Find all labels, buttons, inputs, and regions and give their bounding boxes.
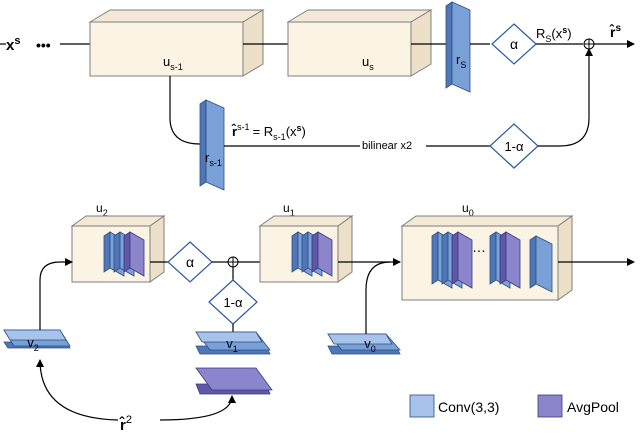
u0-dots: …	[472, 239, 486, 255]
u0-label: u0	[462, 201, 474, 218]
skip-path-to-r-prev	[169, 76, 201, 145]
block-u-s: us	[286, 9, 433, 77]
block-u2	[70, 215, 166, 283]
output-label: r̂s	[609, 23, 622, 40]
alpha-weight-bottom: α	[167, 241, 213, 283]
legend-avgpool-label: AvgPool	[567, 399, 619, 415]
u1-label: u1	[283, 201, 295, 218]
rhat2-to-v2-path	[36, 359, 119, 421]
u-s-label: us	[362, 54, 374, 72]
rhat2-label: r̂2	[119, 414, 132, 434]
svg-text:α: α	[186, 254, 194, 270]
legend: Conv(3,3) AvgPool	[409, 394, 619, 418]
sum-node-bottom	[227, 256, 239, 268]
u-s-minus-1-label: us-1	[163, 54, 183, 72]
avgpool-plate	[195, 367, 273, 395]
svg-text:1-α: 1-α	[504, 139, 524, 154]
u2-label: u2	[96, 201, 108, 218]
conv-r-s-minus-1: rs-1	[199, 99, 225, 191]
legend-conv-label: Conv(3,3)	[438, 399, 499, 415]
v2-to-u2-path	[39, 258, 73, 330]
block-u-s-minus-1: us-1	[88, 9, 265, 77]
r-s-label: rS	[456, 52, 466, 70]
block-u1	[258, 215, 354, 283]
conv-r-s: rS	[445, 1, 471, 93]
v2-label: v2	[27, 335, 39, 353]
v0-label: v0	[364, 336, 376, 354]
alpha-weight-top: α	[491, 23, 537, 65]
svg-text:1-α: 1-α	[223, 295, 243, 310]
v0-to-u0-path	[365, 261, 391, 334]
rhat-prev-expression: r̂s-1= Rs-1(xs)	[231, 122, 306, 142]
legend-conv-swatch	[409, 394, 435, 418]
rs-expression: RS(xs)	[536, 25, 572, 44]
bilinear-label: bilinear x2	[362, 140, 412, 152]
rhat2-to-avgpool-path	[159, 395, 236, 421]
conv-v0: v0	[327, 333, 401, 355]
one-minus-alpha-bottom: 1-α	[208, 279, 258, 325]
svg-text:α: α	[510, 36, 518, 52]
one-minus-alpha-top: 1-α	[489, 123, 539, 169]
r-s-minus-1-label: rs-1	[205, 150, 222, 168]
v1-label: v1	[226, 336, 238, 354]
block-u0: …	[400, 215, 574, 301]
legend-avgpool-swatch	[537, 394, 563, 418]
sum-node-top	[583, 38, 595, 50]
conv-v1: v1	[195, 331, 271, 355]
input-label: xs	[6, 35, 20, 54]
conv-v2: v2	[3, 329, 71, 353]
input-dots: •••	[36, 37, 51, 53]
